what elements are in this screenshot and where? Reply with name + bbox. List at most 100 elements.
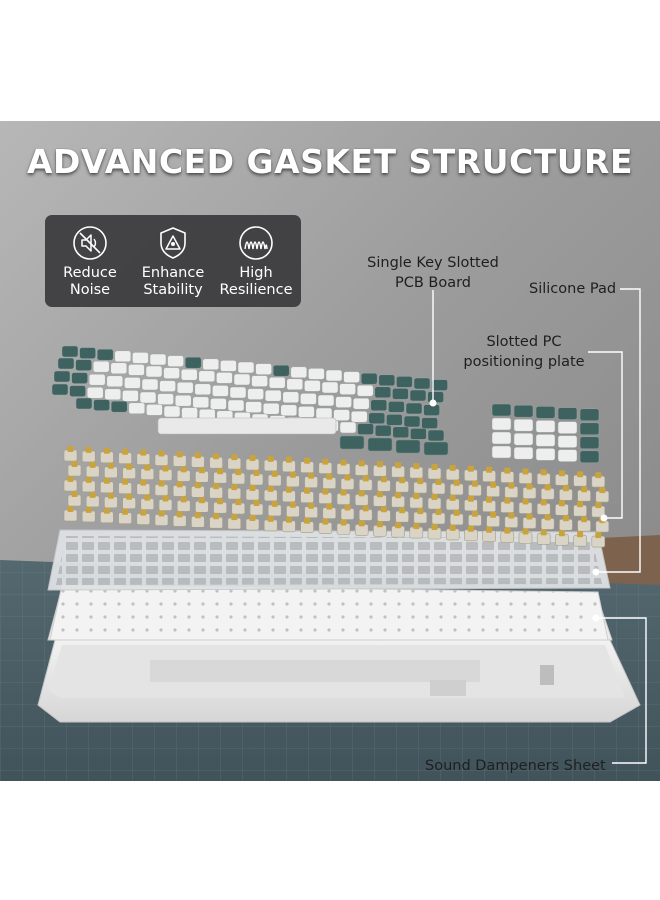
keycap	[431, 379, 448, 391]
switch-stem	[344, 504, 351, 511]
callout-silicone-pad: Silicone Pad	[529, 281, 617, 297]
switch-stem	[322, 458, 329, 465]
switch-stem	[126, 463, 133, 470]
keycap	[405, 402, 423, 415]
switch-stem	[213, 453, 220, 460]
switch-stem	[380, 476, 387, 483]
pcb-board	[49, 584, 609, 641]
switch-stem	[526, 513, 533, 520]
switch-stem	[217, 468, 224, 475]
switch-stem	[322, 518, 329, 525]
switch-stem	[235, 469, 242, 476]
switch-stem	[304, 487, 311, 494]
switch-stem	[449, 494, 456, 501]
switch-stem	[217, 498, 224, 505]
switch-stem	[453, 509, 460, 516]
keycap	[491, 403, 512, 417]
switch-stem	[417, 508, 424, 515]
switch-stem	[540, 529, 547, 536]
switch-stem	[431, 464, 438, 470]
switch-stem	[490, 511, 497, 518]
keycap	[535, 448, 556, 461]
keycap-layer	[51, 345, 600, 464]
keycap	[198, 370, 216, 383]
keycap	[350, 410, 368, 423]
switch-stem	[249, 485, 256, 491]
feature-reduce-noise: Reduce Noise	[50, 225, 130, 299]
keycap	[386, 414, 403, 426]
keycap	[245, 401, 262, 413]
keycap	[255, 363, 272, 375]
switch-stem	[558, 470, 565, 477]
switch-stem	[267, 515, 274, 522]
keycap	[53, 370, 71, 383]
keycap	[392, 426, 410, 439]
switch-stem	[194, 452, 201, 459]
callout-lines	[432, 288, 647, 764]
keycap	[392, 388, 409, 400]
keycap	[423, 404, 440, 416]
keycap	[368, 412, 386, 425]
keycap	[335, 396, 352, 408]
keycap	[181, 407, 198, 419]
callout-sound-dampeners: Sound Dampeners Sheet	[425, 758, 606, 774]
keycap	[557, 421, 578, 434]
keycap	[557, 407, 578, 420]
switch-stem	[308, 472, 315, 479]
switch-stem	[358, 490, 365, 497]
keycap	[535, 406, 556, 419]
switch-stem	[231, 484, 238, 491]
page-title: ADVANCED GASKET STRUCTURE	[26, 142, 633, 181]
switch-stem	[380, 506, 387, 513]
keycap	[356, 384, 374, 397]
keycap	[491, 445, 512, 459]
keycap	[300, 393, 317, 405]
keycap	[535, 420, 556, 433]
callout-positioning-plate: Slotted PC positioning plate	[459, 332, 589, 372]
keycap	[374, 424, 392, 437]
switch-stem	[89, 491, 96, 498]
switch-stem	[467, 525, 474, 532]
keycap	[370, 399, 388, 412]
keycap	[357, 423, 374, 435]
switch-stem	[449, 464, 456, 471]
switch-stem	[304, 457, 311, 464]
feature-label: Enhance Stability	[141, 265, 205, 298]
keycap	[413, 377, 431, 390]
switch-stem	[194, 482, 201, 489]
switch-stem	[267, 455, 274, 462]
switch-stem	[340, 489, 347, 496]
switch-stem	[540, 499, 547, 506]
keycap	[325, 369, 343, 382]
keycap	[176, 381, 194, 394]
keycap	[93, 399, 110, 411]
switch-stem	[140, 479, 147, 486]
callout-pcb-line-1: Single Key Slotted	[367, 255, 499, 271]
keycap	[210, 398, 227, 410]
switch-stem	[103, 447, 110, 454]
keycap	[423, 441, 449, 456]
keycap	[139, 391, 157, 404]
callout-pcb-board: Single Key Slotted PCB Board	[366, 253, 500, 293]
switch-stem	[158, 450, 165, 457]
switch-stem	[285, 486, 292, 493]
keycap	[388, 401, 405, 413]
keycap	[92, 360, 110, 373]
keycap	[163, 367, 180, 379]
keycap	[163, 405, 181, 418]
keycap	[145, 365, 163, 378]
keycap	[128, 364, 145, 376]
switch-stem	[522, 528, 529, 535]
switch-stem	[122, 478, 129, 485]
switch-stem	[85, 476, 92, 483]
switch-stem	[504, 527, 511, 534]
keycap	[268, 376, 286, 389]
keycap	[220, 360, 237, 372]
keycap	[159, 380, 176, 392]
switch-stem	[213, 513, 220, 520]
switch-stem	[413, 463, 420, 470]
switch-stem	[180, 496, 187, 503]
callout-dots	[429, 399, 608, 622]
switch-stem	[486, 496, 493, 503]
switch-stem	[471, 480, 478, 487]
